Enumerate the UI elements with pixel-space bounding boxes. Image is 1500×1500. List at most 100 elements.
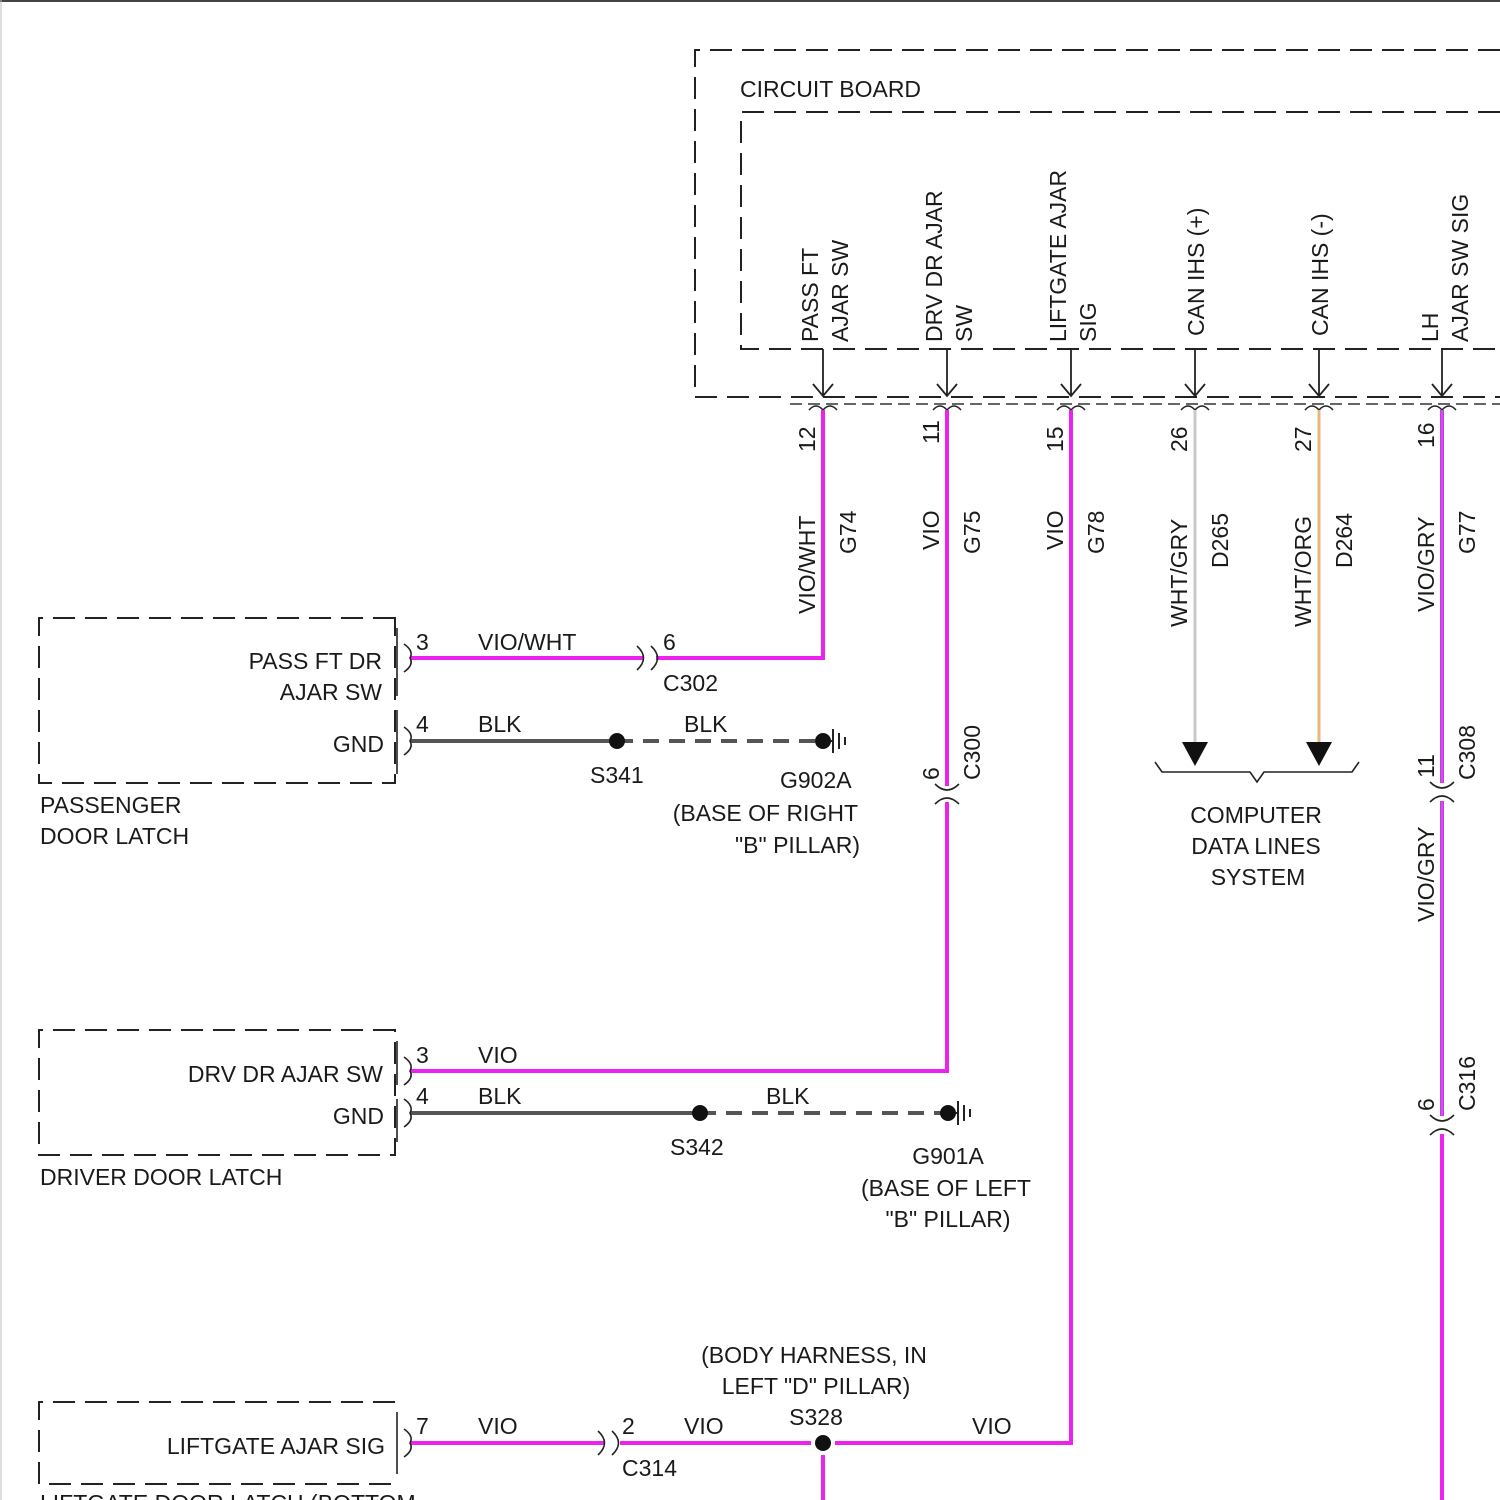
pin-label-lh-1: LH — [1417, 313, 1443, 342]
drv-gnd-terminal — [404, 1099, 411, 1127]
data-arrow-minus — [1306, 742, 1332, 766]
s328-location-1: (BODY HARNESS, IN — [701, 1342, 927, 1368]
c300-pin: 6 — [918, 767, 944, 780]
receptacle-27 — [1305, 406, 1333, 410]
c300-connector: 6 C300 — [918, 725, 985, 804]
g901a-location-1: (BASE OF LEFT — [861, 1175, 1031, 1201]
s328-splice-dot — [815, 1435, 831, 1451]
wire-color-vio-wht: VIO/WHT — [794, 516, 820, 614]
pin-number-16: 16 — [1413, 422, 1439, 448]
data-lines-label-3: SYSTEM — [1211, 864, 1306, 890]
receptacle-16 — [1428, 406, 1456, 410]
wire-g78 — [835, 410, 1071, 1443]
receptacle-11 — [933, 406, 961, 410]
driver-door-latch: DRV DR AJAR SW GND DRIVER DOOR LATCH 3 4… — [39, 1030, 1031, 1232]
liftgate-wire1-color: VIO — [478, 1413, 518, 1439]
s341-splice-dot — [609, 733, 625, 749]
circuit-board-module: CIRCUIT BOARD PASS FT AJAR SW DRV DR AJA… — [695, 50, 1500, 627]
liftgate-latch-name: LIFTGATE DOOR LATCH (BOTTOM — [40, 1490, 416, 1500]
passenger-latch-name-2: DOOR LATCH — [40, 823, 189, 849]
c314-pin: 2 — [622, 1413, 635, 1439]
passenger-latch-name-1: PASSENGER — [40, 792, 181, 818]
liftgate-door-latch: LIFTGATE AJAR SIG LIFTGATE DOOR LATCH (B… — [39, 1342, 1012, 1500]
s342-splice-dot — [692, 1105, 708, 1121]
pass-sig-pin: 3 — [416, 629, 429, 655]
wire-color-wht-org: WHT/ORG — [1290, 516, 1316, 627]
pass-gnd-wire-color-right: BLK — [684, 711, 728, 737]
pin-label-pass-ft-1: PASS FT — [797, 248, 823, 342]
drv-sig-terminal — [404, 1057, 411, 1085]
pin-arrow-27 — [1309, 349, 1329, 396]
driver-latch-box — [39, 1030, 395, 1155]
pass-ft-dr-label-1: PASS FT DR — [249, 648, 382, 674]
pin-arrow-16 — [1432, 349, 1452, 396]
pin-label-drv-dr-2: SW — [951, 305, 977, 342]
circuit-d265: D265 — [1207, 513, 1233, 568]
g902a-location-2: "B" PILLAR) — [735, 832, 860, 858]
s328-location-2: LEFT "D" PILLAR) — [722, 1373, 910, 1399]
pin-receptacles — [809, 406, 1456, 410]
pass-gnd-terminal — [404, 727, 411, 755]
liftgate-wire3-color: VIO — [972, 1413, 1012, 1439]
c302-name: C302 — [663, 670, 718, 696]
pin-label-liftgate-1: LIFTGATE AJAR — [1045, 170, 1071, 342]
pass-sig-wire-color: VIO/WHT — [478, 629, 576, 655]
circuit-board-title: CIRCUIT BOARD — [740, 76, 921, 102]
circuit-board-inner-box — [741, 112, 1500, 349]
drv-sig-pin: 3 — [416, 1042, 429, 1068]
drv-gnd-label: GND — [333, 1103, 384, 1129]
circuit-board-outer-box — [695, 50, 1500, 397]
c308-wire-below: VIO/GRY — [1413, 827, 1439, 922]
drv-dr-ajar-sw-label: DRV DR AJAR SW — [188, 1061, 383, 1087]
c316-name: C316 — [1454, 1056, 1480, 1111]
circuit-g78: G78 — [1083, 511, 1109, 554]
wire-color-vio-g75: VIO — [918, 510, 944, 550]
pin-label-pass-ft-2: AJAR SW — [827, 239, 853, 342]
data-lines-label-2: DATA LINES — [1191, 833, 1321, 859]
pass-gnd-label: GND — [333, 731, 384, 757]
pin-number-26: 26 — [1166, 426, 1192, 452]
circuit-g75: G75 — [959, 511, 985, 554]
wire-color-vio-gry: VIO/GRY — [1413, 517, 1439, 612]
pass-ft-dr-label-2: AJAR SW — [280, 679, 383, 705]
s328-label: S328 — [789, 1404, 843, 1430]
c300-name: C300 — [959, 725, 985, 780]
drv-gnd-wire-color-right: BLK — [766, 1083, 810, 1109]
pin-label-drv-dr-1: DRV DR AJAR — [921, 190, 947, 342]
drv-gnd-wire-color-left: BLK — [478, 1083, 522, 1109]
pin-arrow-26 — [1185, 349, 1205, 396]
pin-label-can-ihs-minus: CAN IHS (-) — [1307, 213, 1333, 336]
c308-pin: 11 — [1413, 754, 1439, 778]
c316-connector: 6 C316 — [1413, 1056, 1480, 1135]
circuit-g77: G77 — [1454, 511, 1480, 554]
c308-connector: 11 C308 VIO/GRY — [1413, 725, 1480, 922]
drv-sig-wire-color: VIO — [478, 1042, 518, 1068]
s341-label: S341 — [590, 762, 644, 788]
data-lines-label-1: COMPUTER — [1190, 802, 1322, 828]
pin-number-27: 27 — [1290, 426, 1316, 452]
c308-name: C308 — [1454, 725, 1480, 780]
pin-number-11: 11 — [918, 420, 944, 444]
pin-arrow-11 — [937, 349, 957, 396]
pin-arrow-15 — [1061, 349, 1081, 396]
liftgate-wire2-color: VIO — [684, 1413, 724, 1439]
liftgate-ajar-sig-label: LIFTGATE AJAR SIG — [167, 1433, 385, 1459]
liftgate-sig-pin: 7 — [416, 1413, 429, 1439]
pass-sig-terminal — [404, 644, 411, 672]
wire-g75-lower — [410, 802, 947, 1071]
c316-pin: 6 — [1413, 1098, 1439, 1111]
c314-female-half — [612, 1431, 619, 1455]
receptacle-12 — [809, 406, 837, 410]
wire-color-vio-g78: VIO — [1042, 510, 1068, 550]
pin-label-liftgate-2: SIG — [1075, 302, 1101, 342]
pin-arrow-12 — [813, 349, 833, 396]
pass-gnd-wire-color-left: BLK — [478, 711, 522, 737]
pin-arrows — [813, 349, 1452, 396]
c302-pin: 6 — [663, 629, 676, 655]
passenger-door-latch: PASS FT DR AJAR SW GND PASSENGER DOOR LA… — [39, 618, 860, 858]
data-arrow-plus — [1182, 742, 1208, 766]
c314-name: C314 — [622, 1455, 677, 1481]
g901a-label: G901A — [912, 1143, 984, 1169]
g902a-location-1: (BASE OF RIGHT — [673, 800, 858, 826]
